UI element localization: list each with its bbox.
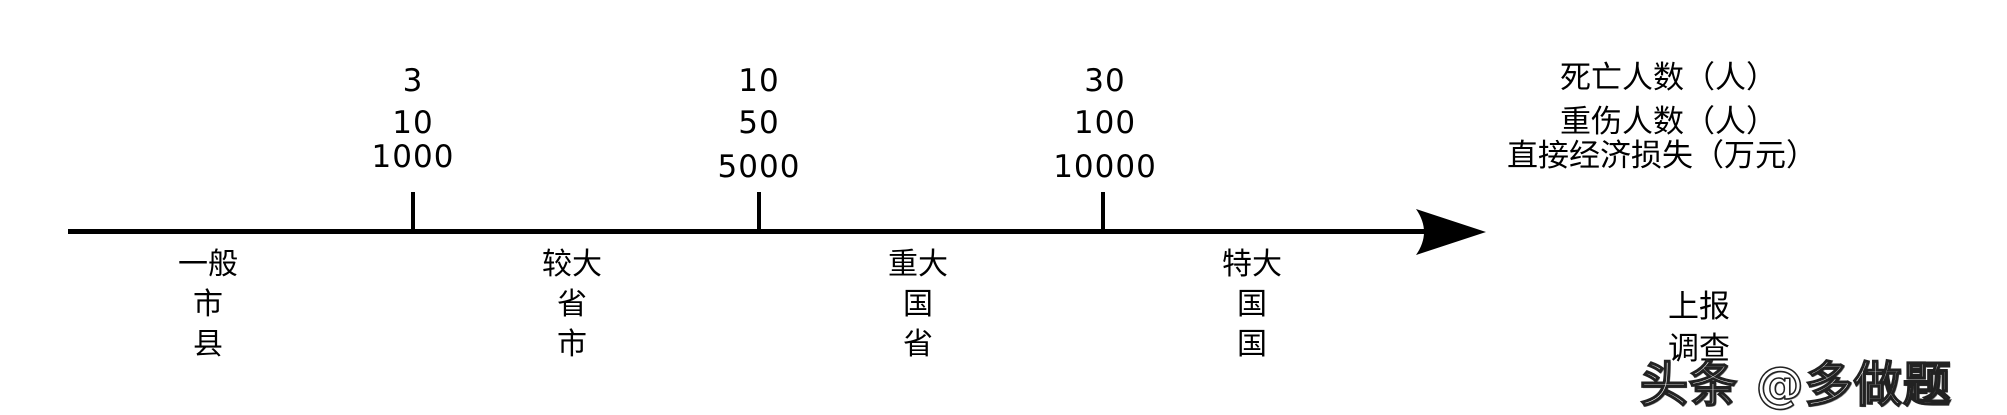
threshold-deaths: 10 xyxy=(738,63,780,99)
level-name: 重大 xyxy=(888,247,948,282)
threshold-direct-loss: 5000 xyxy=(717,149,801,185)
level-report-to: 省 xyxy=(557,287,587,322)
threshold-serious-injuries: 50 xyxy=(738,105,780,141)
threshold-tick-3 xyxy=(1101,192,1105,232)
level-investigated-by: 省 xyxy=(903,327,933,362)
level-larger: 较大 省 市 xyxy=(502,245,642,365)
level-name: 特大 xyxy=(1222,247,1282,282)
threshold-tick-1 xyxy=(411,192,415,232)
level-investigated-by: 市 xyxy=(557,327,587,362)
legend-investigate: 调查 xyxy=(1668,331,1730,367)
watermark: 头条 @多做题 xyxy=(1639,356,1952,414)
severity-axis-line xyxy=(68,229,1428,234)
level-name: 一般 xyxy=(178,247,238,282)
threshold-direct-loss: 10000 xyxy=(1053,149,1157,185)
threshold-deaths: 30 xyxy=(1084,63,1126,99)
level-extraordinary: 特大 国 国 xyxy=(1182,245,1322,365)
legend-report: 上报 xyxy=(1668,289,1730,325)
arrow-head-icon xyxy=(1416,209,1486,255)
threshold-serious-injuries: 10 xyxy=(392,105,434,141)
level-investigated-by: 县 xyxy=(193,327,223,362)
legend-direct-loss: 直接经济损失（万元） xyxy=(1507,138,1817,174)
threshold-tick-2 xyxy=(757,192,761,232)
threshold-deaths: 3 xyxy=(402,63,424,99)
level-report-to: 市 xyxy=(193,287,223,322)
level-general: 一般 市 县 xyxy=(138,245,278,365)
level-report-to: 国 xyxy=(903,287,933,322)
legend-serious-injuries: 重伤人数（人） xyxy=(1560,104,1777,140)
level-report-to: 国 xyxy=(1237,287,1267,322)
threshold-direct-loss: 1000 xyxy=(371,139,455,175)
level-name: 较大 xyxy=(542,247,602,282)
level-investigated-by: 国 xyxy=(1237,327,1267,362)
level-major: 重大 国 省 xyxy=(848,245,988,365)
legend-deaths: 死亡人数（人） xyxy=(1560,60,1777,96)
threshold-serious-injuries: 100 xyxy=(1073,105,1137,141)
